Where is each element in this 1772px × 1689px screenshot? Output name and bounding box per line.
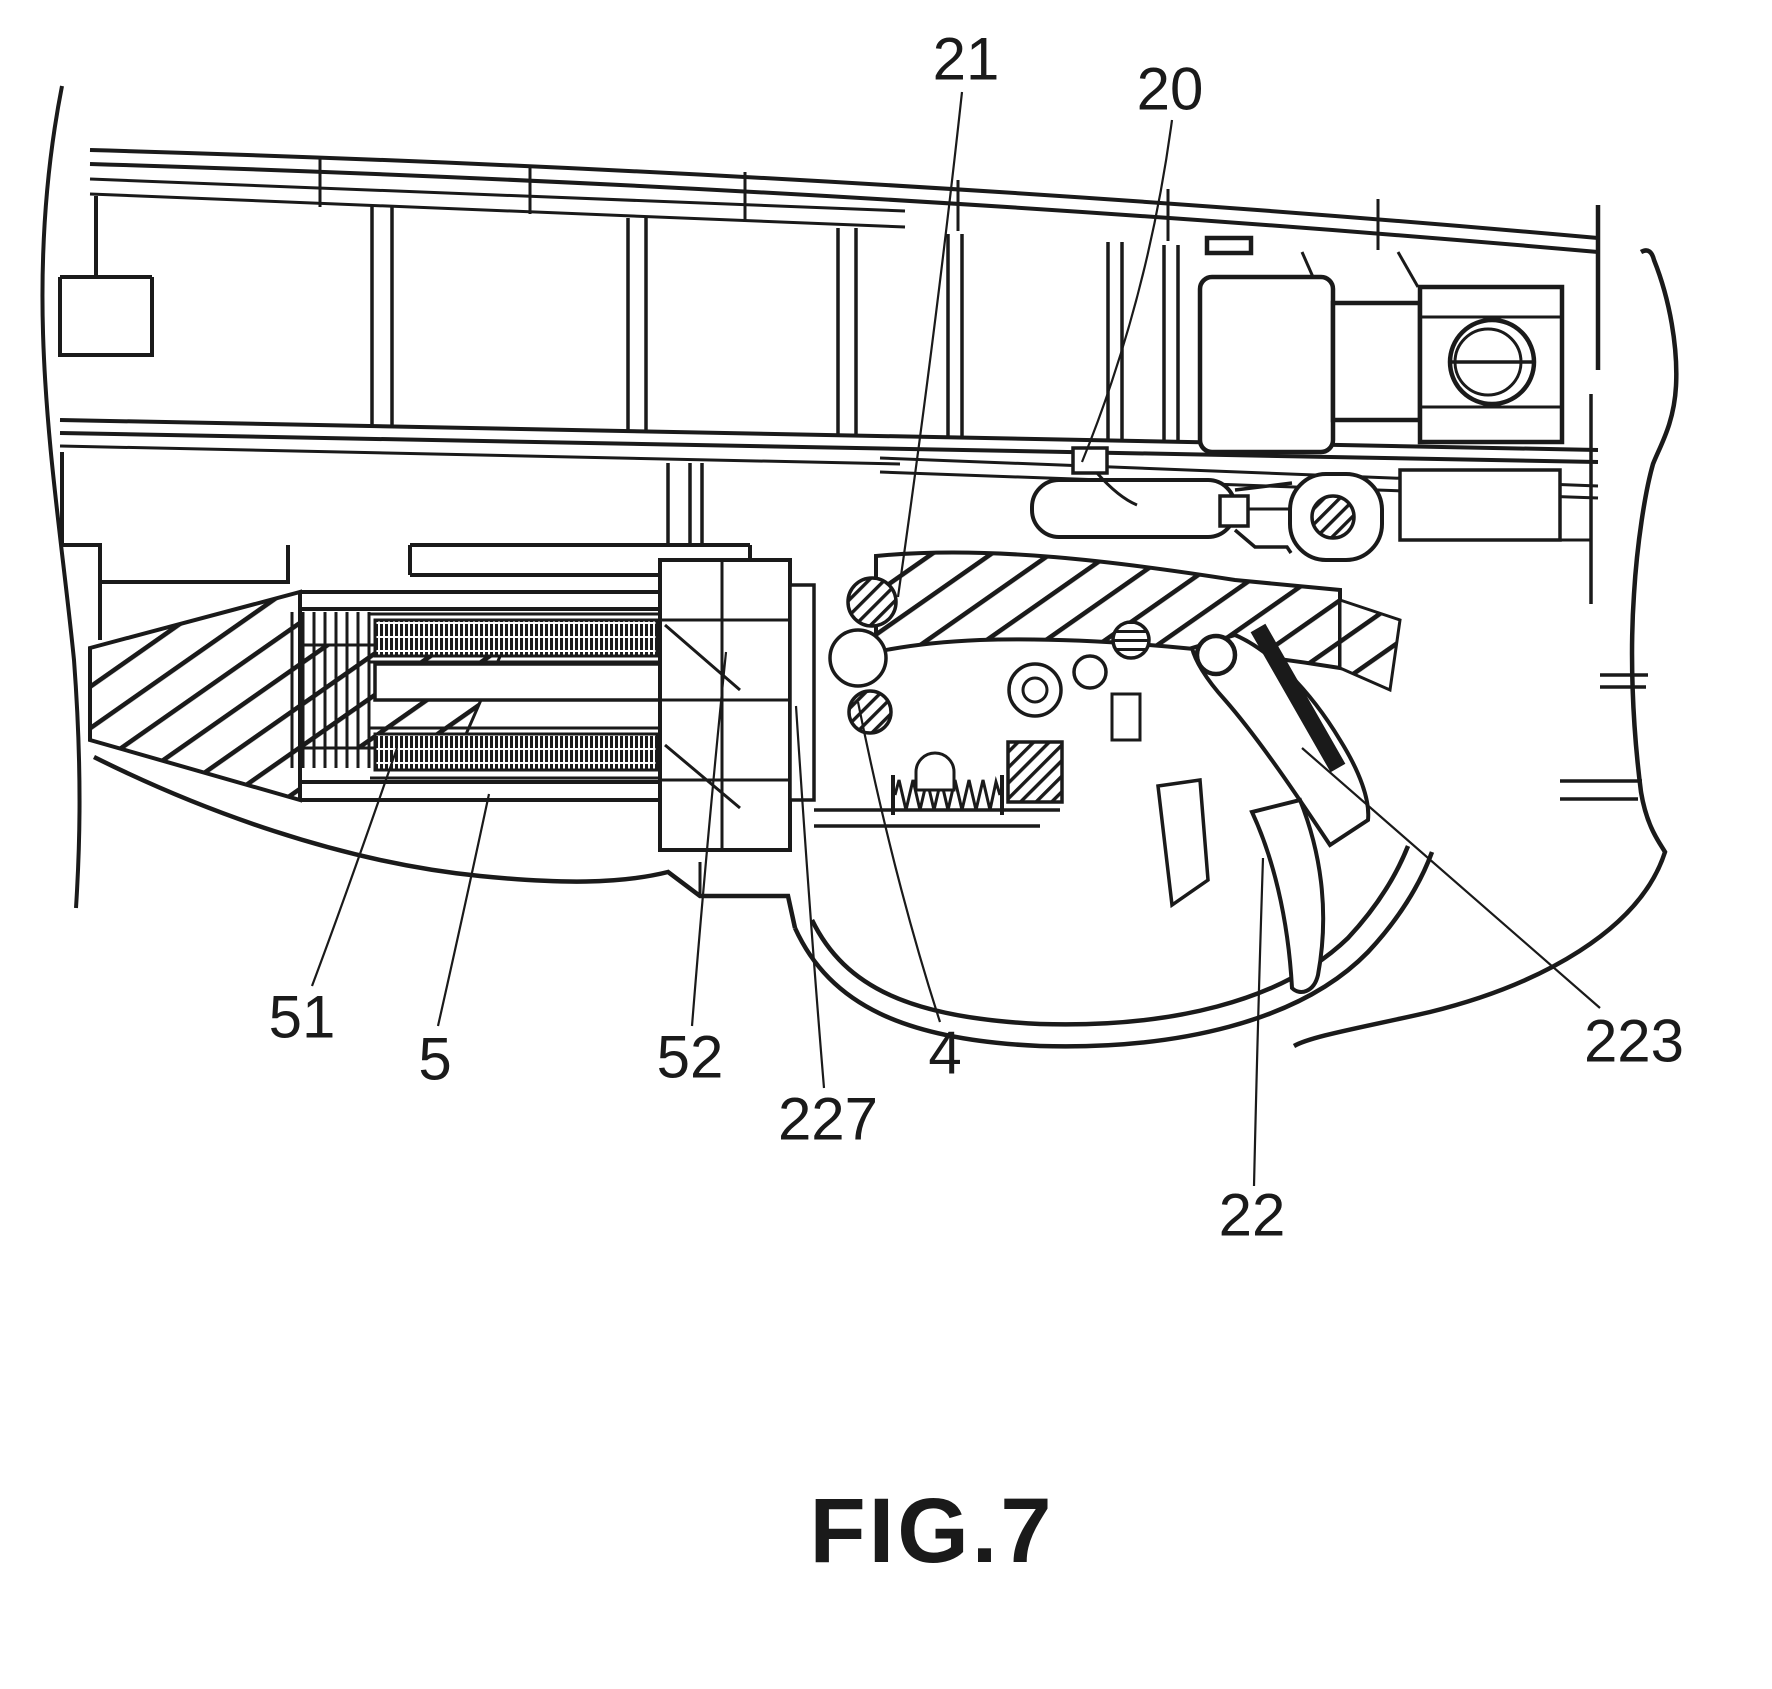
piston-rod [373,662,689,702]
frame-bottom-contour [92,754,798,929]
spacer-block [1330,300,1423,423]
link-plate [788,583,816,802]
rail-line [59,431,1599,464]
leader-223 [1301,747,1601,1009]
leader-22 [1252,857,1265,1187]
trigger-assembly [1111,597,1402,994]
cylinder-support [60,452,290,640]
trigger-spring-bar [1250,623,1346,773]
trigger-blade [1249,797,1326,994]
figure-caption: FIG.7 [809,1480,1054,1582]
lever-lug [1218,494,1250,528]
spring-coil-lower [373,732,659,772]
receiver-posts [370,205,1180,545]
ref-label-227: 227 [778,1086,878,1153]
leader-5 [436,793,491,1027]
adjust-screw [1111,620,1151,660]
rail-line [59,418,1599,452]
pivot-screw-inner [1021,676,1049,704]
roller-pawl-middle [828,628,888,688]
rear-receiver-blocks [1197,205,1648,801]
lever-bottom-edge [1233,528,1293,554]
lever-top-edge [1234,481,1293,492]
ref-label-21: 21 [933,26,1000,93]
plunger-dome [914,751,956,792]
block-link [1300,251,1315,278]
lever-detail-curve [1095,472,1138,507]
lever-body [1030,478,1237,539]
bolt-catch-lever [1030,446,1384,562]
grip-front-wedge [1338,597,1402,693]
ref-label-20: 20 [1137,56,1204,123]
ref-label-51: 51 [269,984,336,1051]
rail-line [59,444,901,466]
trigger-guard-outer [792,851,1435,1049]
trigger-front-piece [1156,778,1210,909]
lower-rail-band [59,418,1599,500]
ref-label-5: 5 [418,1026,451,1093]
hatched-bushing [1006,740,1064,804]
buffer-block [1197,274,1336,455]
rail-clip [1204,235,1254,256]
cylinder-end-block [658,558,792,852]
trigger-arm [1189,632,1371,848]
ref-label-223: 223 [1584,1008,1684,1075]
front-hanger-block [58,196,154,357]
leader-227 [794,705,826,1089]
cylinder-tube-walls [300,590,690,802]
detent-block [1110,692,1142,742]
trigger-guard-inner [809,845,1411,1027]
grip-ledges [1560,673,1648,801]
block-link [1396,251,1420,288]
rail-ticks [318,158,1380,250]
ref-label-22: 22 [1219,1182,1286,1249]
ref-label-52: 52 [657,1024,724,1091]
recoil-cylinder [60,452,1060,852]
end-block-details [660,560,790,850]
trigger-pivot [1194,633,1238,677]
rail-line [89,192,906,229]
mechanism-cluster [828,576,1142,815]
break-line-left [40,85,82,909]
sear-pin [1072,654,1108,690]
ref-label-4: 4 [928,1020,961,1087]
leader-4 [856,701,942,1023]
latch-notch [1071,446,1109,475]
leader-52 [690,651,728,1027]
washer-stack [290,612,371,768]
spring-coil-upper [373,618,659,658]
frame-bottom [92,754,1435,1049]
cluster-base-shelf [814,808,1060,828]
roller-pawl-top [846,576,898,628]
upper-rail-band [58,148,1599,357]
reference-labels: 21 20 51 5 52 227 4 223 22 [269,26,1684,1249]
leader-20 [1080,119,1174,463]
lever-pivot-pin [1310,494,1356,540]
roller-pawl-bottom [847,689,893,735]
leader-21 [896,91,964,598]
cylinder-bracket [408,543,752,577]
sear-spring [893,776,1002,811]
leader-51 [310,747,399,987]
grip [1292,248,1679,1048]
grip-outline [1292,248,1679,1048]
rear-lower-block [1398,468,1562,542]
rail-line [89,177,906,213]
break-lines [40,85,82,909]
